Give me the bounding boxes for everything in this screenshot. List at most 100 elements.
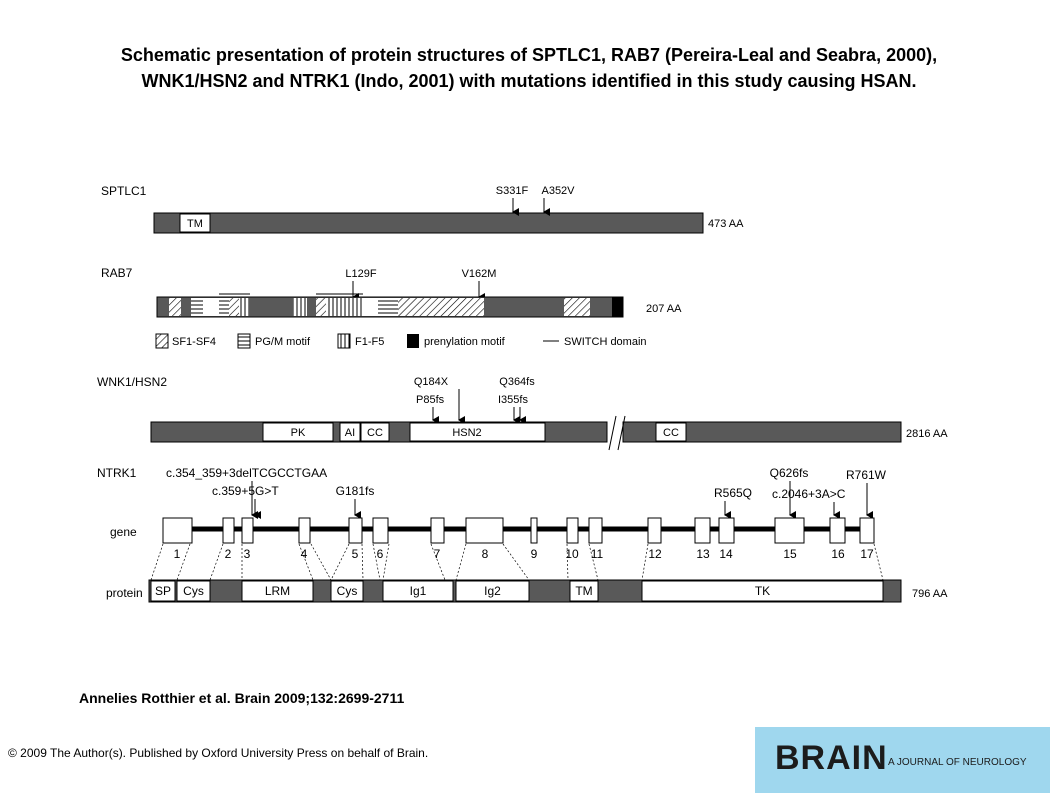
exon-number: 12 bbox=[648, 547, 662, 561]
exon-connector bbox=[382, 543, 390, 581]
wnk1-length: 2816 AA bbox=[906, 428, 948, 440]
exon-number: 1 bbox=[174, 547, 181, 561]
wnk1-mutation-p85fs: P85fs bbox=[416, 394, 445, 406]
wnk1-pk-domain bbox=[262, 422, 334, 442]
ntrk1-exon-connectors bbox=[150, 543, 884, 581]
sptlc1-panel: SPTLC1 TM 473 AA S331F A352V bbox=[101, 184, 744, 234]
exon-box bbox=[298, 517, 311, 544]
wnk1-ai-domain bbox=[339, 422, 361, 442]
exon-box bbox=[465, 517, 504, 544]
rab7-panel: RAB7 L129F V162M 207 AA SF1-SF4 PG/M mot… bbox=[101, 266, 682, 349]
ntrk1-mutation-c359: c.359+5G>T bbox=[212, 484, 279, 498]
protein-domain-label: Cys bbox=[183, 584, 204, 598]
brain-logo-banner: BRAIN A JOURNAL OF NEUROLOGY bbox=[755, 727, 1050, 793]
exon-number: 15 bbox=[783, 547, 797, 561]
sptlc1-tm-domain bbox=[179, 213, 211, 233]
title-line-1: Schematic presentation of protein struct… bbox=[120, 45, 938, 65]
ntrk1-protein-label: protein bbox=[106, 586, 143, 600]
exon-number: 17 bbox=[860, 547, 874, 561]
exon-number: 3 bbox=[244, 547, 251, 561]
exon-box bbox=[162, 517, 193, 544]
exon-box bbox=[530, 517, 538, 544]
exon-number: 16 bbox=[831, 547, 845, 561]
wnk1-mutation-q184x: Q184X bbox=[414, 376, 449, 388]
sptlc1-mutation-s331f: S331F bbox=[496, 185, 529, 197]
exon-box bbox=[372, 517, 389, 544]
ntrk1-panel: NTRK1 c.354_359+3delTCGCCTGAA c.359+5G>T… bbox=[97, 466, 948, 603]
rab7-sf-domain bbox=[398, 298, 484, 316]
rab7-pgm-motif bbox=[219, 298, 229, 316]
wnk1-cc-label: CC bbox=[367, 427, 383, 439]
protein-domain-label: Cys bbox=[337, 584, 358, 598]
wnk1-hsn2-label: HSN2 bbox=[452, 427, 481, 439]
ntrk1-mutation-g181fs: G181fs bbox=[336, 484, 375, 498]
exon-connector bbox=[310, 543, 332, 581]
exon-box bbox=[566, 517, 579, 544]
exon-connector bbox=[873, 543, 884, 581]
ntrk1-mutation-c354: c.354_359+3delTCGCCTGAA bbox=[166, 466, 327, 480]
exon-box bbox=[859, 517, 875, 544]
sptlc1-mutation-a352v: A352V bbox=[541, 185, 575, 197]
exon-connector bbox=[209, 543, 224, 581]
legend-sf-label: SF1-SF4 bbox=[172, 336, 216, 348]
rab7-label: RAB7 bbox=[101, 266, 133, 280]
ntrk1-label: NTRK1 bbox=[97, 466, 137, 480]
rab7-sf-domain bbox=[229, 298, 239, 316]
exon-box bbox=[430, 517, 445, 544]
wnk1-mutation-q364fs: Q364fs bbox=[499, 376, 535, 388]
rab7-pgm-motif bbox=[191, 298, 203, 316]
citation: Annelies Rotthier et al. Brain 2009;132:… bbox=[79, 690, 405, 706]
legend-f-label: F1-F5 bbox=[355, 336, 384, 348]
exon-number: 5 bbox=[352, 547, 359, 561]
rab7-sf-domain bbox=[564, 298, 590, 316]
exon-box bbox=[222, 517, 235, 544]
exon-connector bbox=[298, 543, 314, 581]
exon-number: 11 bbox=[591, 547, 604, 561]
wnk1-panel: WNK1/HSN2 Q184X Q364fs P85fs I355fs PK A… bbox=[97, 375, 948, 451]
exon-number: 7 bbox=[434, 547, 441, 561]
legend-f-swatch bbox=[337, 333, 351, 349]
ntrk1-gene-label: gene bbox=[110, 525, 137, 539]
exon-number: 13 bbox=[696, 547, 710, 561]
exon-number: 9 bbox=[531, 547, 538, 561]
break-mark bbox=[608, 415, 617, 451]
copyright: © 2009 The Author(s). Published by Oxfor… bbox=[8, 746, 429, 760]
rab7-white-segment bbox=[364, 298, 378, 316]
rab7-f-domain bbox=[293, 298, 307, 316]
exon-box bbox=[647, 517, 662, 544]
rab7-sf-domain bbox=[169, 298, 181, 316]
exon-box bbox=[774, 517, 805, 544]
legend-prenylation-label: prenylation motif bbox=[424, 336, 506, 348]
protein-domain bbox=[569, 580, 599, 602]
ntrk1-mutation-c2046: c.2046+3A>C bbox=[772, 487, 846, 501]
brain-tagline: A JOURNAL OF NEUROLOGY bbox=[888, 757, 1027, 768]
ntrk1-mutation-r565q: R565Q bbox=[714, 486, 752, 500]
wnk1-hsn2-domain bbox=[409, 422, 546, 442]
exon-number: 10 bbox=[565, 547, 579, 561]
exon-connector bbox=[361, 543, 364, 581]
rab7-length: 207 AA bbox=[646, 303, 682, 315]
protein-domain-label: Ig2 bbox=[484, 584, 501, 598]
wnk1-mutation-i355fs: I355fs bbox=[498, 394, 528, 406]
wnk1-cc-domain bbox=[360, 422, 390, 442]
exon-number: 8 bbox=[482, 547, 489, 561]
exon-connector bbox=[502, 543, 530, 581]
exon-connector bbox=[430, 543, 446, 581]
exon-box bbox=[241, 517, 254, 544]
exon-box bbox=[829, 517, 846, 544]
protein-domain bbox=[382, 580, 454, 602]
exon-box bbox=[694, 517, 711, 544]
ntrk1-mutation-r761w: R761W bbox=[846, 468, 887, 482]
legend-sf-swatch bbox=[155, 333, 169, 349]
exon-number: 4 bbox=[301, 547, 308, 561]
brain-logo: BRAIN bbox=[775, 739, 888, 777]
protein-domain bbox=[176, 580, 211, 602]
rab7-pgm-motif bbox=[378, 298, 398, 316]
rab7-prenylation-motif bbox=[612, 297, 623, 317]
wnk1-cc2-label: CC bbox=[663, 427, 679, 439]
protein-domain-label: LRM bbox=[265, 584, 290, 598]
wnk1-ai-label: AI bbox=[345, 427, 355, 439]
exon-box bbox=[718, 517, 735, 544]
